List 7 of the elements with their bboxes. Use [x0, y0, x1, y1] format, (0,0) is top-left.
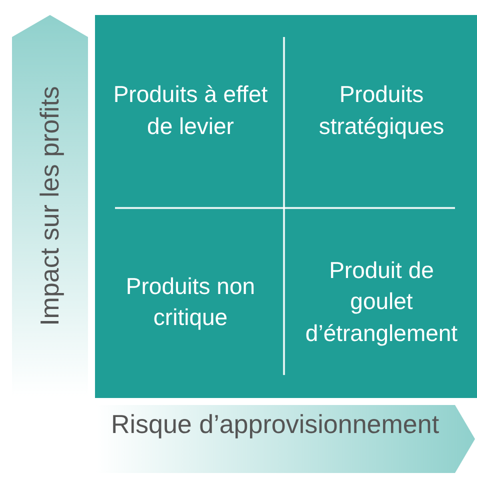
matrix-box: [95, 15, 477, 398]
axis-label: Risque d’approvisionnement: [110, 408, 440, 440]
quadrant-label: Produits à effet de levier: [112, 80, 269, 141]
axis-label: Impact sur les profits: [34, 86, 66, 326]
quadrant-label: Produits non critique: [124, 272, 256, 332]
quadrant-label: Produit de goulet d’étranglement: [304, 256, 459, 348]
quadrant-label: Produits stratégiques: [318, 80, 446, 141]
